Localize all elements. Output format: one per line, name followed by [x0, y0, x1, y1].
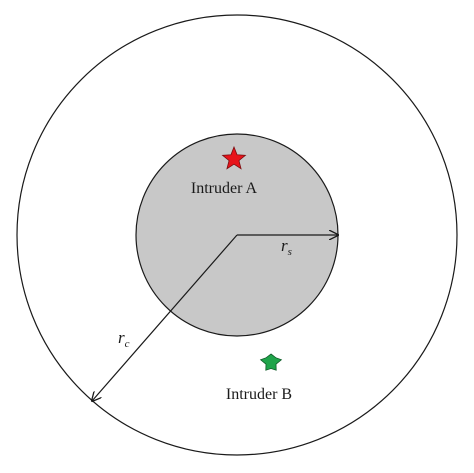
intruder-b-star-icon [259, 353, 283, 371]
communication-radius-var: r [118, 328, 125, 347]
sensing-radius-sub: s [288, 246, 292, 258]
communication-radius-sub: c [125, 338, 130, 350]
intruder-a-star-icon [221, 145, 247, 170]
sensing-radius-var: r [281, 236, 288, 255]
sensing-radius-label: rs [281, 236, 292, 258]
intruder-a-label: Intruder A [191, 180, 258, 197]
intruder-b-label: Intruder B [226, 386, 292, 403]
communication-radius-label: rc [118, 328, 130, 350]
communication-radius-arrow [92, 234, 238, 401]
